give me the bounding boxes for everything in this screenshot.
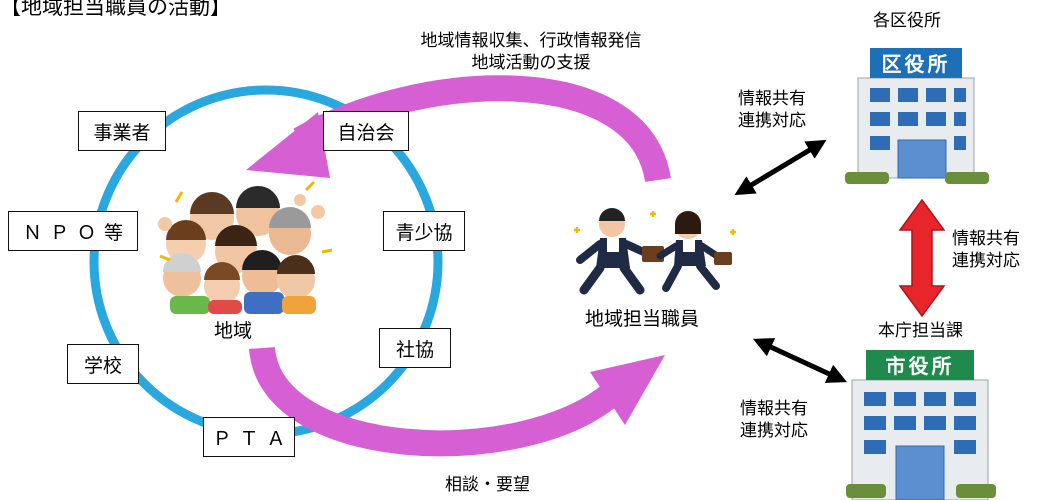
staff-label: 地域担当職員 — [585, 308, 700, 330]
group-box-business: 事業者 — [78, 111, 166, 151]
red-double-arrow — [898, 198, 946, 318]
group-box-youth: 青少協 — [383, 211, 465, 251]
city-office-sign: 市役所 — [886, 354, 955, 378]
info-share-offices: 情報共有 連携対応 — [952, 228, 1020, 272]
bottom-flow-label: 相談・要望 — [445, 475, 530, 495]
ward-link-arrow — [734, 139, 827, 196]
info-share-offices-line2: 連携対応 — [952, 251, 1020, 271]
ward-office-building-icon — [845, 48, 989, 184]
top-flow-line2: 地域活動の支援 — [471, 53, 591, 73]
group-box-npo: ＮＰＯ等 — [8, 211, 138, 251]
info-share-ward-line1: 情報共有 — [738, 89, 806, 109]
group-box-pta: ＰＴＡ — [203, 417, 295, 457]
group-box-neighborhood: 自治会 — [323, 111, 409, 151]
running-staff-illustration — [574, 208, 736, 295]
info-share-offices-line1: 情報共有 — [952, 229, 1020, 249]
people-group-illustration — [158, 180, 333, 314]
info-share-ward-line2: 連携対応 — [738, 111, 806, 131]
info-share-ward: 情報共有 連携対応 — [738, 88, 806, 132]
ward-office-label: 各区役所 — [873, 11, 941, 31]
city-link-arrow — [752, 338, 848, 383]
community-label: 地域 — [214, 320, 253, 342]
ward-office-sign: 区役所 — [882, 52, 951, 76]
top-flow-line1: 地域情報収集、行政情報発信 — [420, 31, 642, 51]
info-share-city-line1: 情報共有 — [740, 399, 808, 419]
city-office-building-icon — [846, 350, 996, 500]
group-box-social-welfare: 社協 — [379, 328, 451, 368]
top-flow-label: 地域情報収集、行政情報発信 地域活動の支援 — [396, 30, 666, 74]
info-share-city: 情報共有 連携対応 — [740, 398, 808, 442]
bottom-flow-arrow — [249, 346, 665, 457]
city-office-label: 本庁担当課 — [878, 321, 963, 341]
page-title: 【地域担当職員の活動】 — [0, 0, 231, 19]
group-box-school: 学校 — [67, 344, 139, 384]
info-share-city-line2: 連携対応 — [740, 421, 808, 441]
